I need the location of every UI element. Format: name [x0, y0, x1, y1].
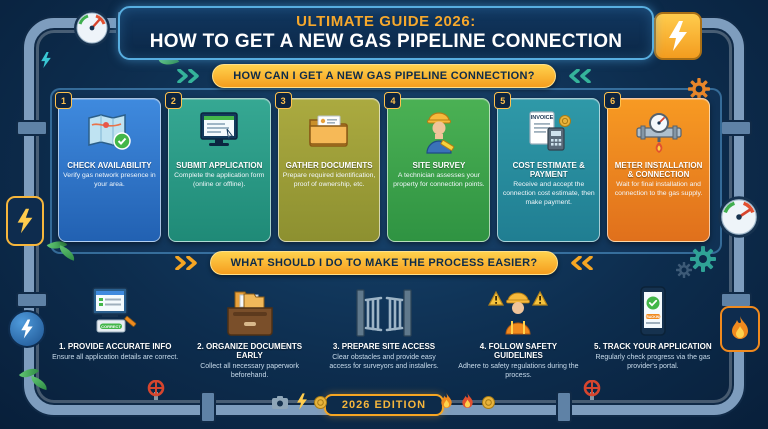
tip-desc: Clear obstacles and provide easy access … — [329, 354, 439, 371]
pressure-gauge-icon — [716, 194, 762, 245]
lightning-icon — [654, 12, 702, 60]
tip-desc: Ensure all application details are corre… — [52, 354, 179, 361]
gate-icon — [356, 282, 412, 338]
safety-worker-icon — [486, 282, 550, 338]
correct-label: CORRECT — [101, 324, 121, 329]
step-number-badge: 6 — [604, 92, 622, 109]
monitor-form-icon — [197, 104, 241, 160]
document-organizer-icon — [223, 282, 277, 338]
gear-icon — [690, 246, 716, 277]
tip-organize-documents: 2. ORGANIZE DOCUMENTS EARLY Collect all … — [186, 282, 312, 380]
step-number-badge: 2 — [164, 92, 182, 109]
lightning-icon — [6, 196, 44, 246]
step-desc: Complete the application form (online or… — [174, 172, 265, 189]
step-card-gather-documents: 3 GATHER DOCUMENTS Prepare required iden… — [274, 92, 381, 242]
flame-icon — [720, 306, 760, 352]
coin-icon — [314, 396, 327, 414]
lightning-icon — [8, 310, 46, 348]
edition-badge: 2026 EDITION — [323, 394, 445, 416]
step-number-badge: 1 — [55, 92, 72, 109]
chevron-left-icon — [568, 69, 591, 83]
pressure-gauge-icon — [72, 8, 112, 53]
valve-icon — [146, 379, 166, 407]
technician-icon — [419, 104, 459, 160]
form-check-icon: CORRECT — [89, 282, 141, 338]
flame-icon — [461, 393, 474, 415]
section2-banner-row: WHAT SHOULD I DO TO MAKE THE PROCESS EAS… — [0, 251, 768, 275]
tips-row: CORRECT 1. PROVIDE ACCURATE INFO Ensure … — [52, 282, 716, 380]
tip-desc: Adhere to safety regulations during the … — [458, 363, 579, 380]
tip-desc: Collect all necessary paperwork beforeha… — [200, 363, 300, 380]
flame-icon — [440, 393, 453, 415]
tip-follow-safety: 4. FOLLOW SAFETY GUIDELINES Adhere to sa… — [455, 282, 581, 380]
chevron-right-icon — [177, 69, 200, 83]
step-number-badge: 5 — [494, 92, 512, 109]
chevron-right-icon — [174, 256, 197, 270]
chevron-left-icon — [571, 256, 594, 270]
invoice-label: INVOICE — [530, 115, 553, 121]
step-desc: Receive and accept the connection cost e… — [502, 181, 595, 207]
header: ULTIMATE GUIDE 2026: HOW TO GET A NEW GA… — [118, 6, 654, 60]
step-desc: Prepare required identification, proof o… — [282, 172, 376, 189]
tip-title: 3. PREPARE SITE ACCESS — [332, 342, 436, 351]
step-card-submit-application: 2 SUBMIT APPLICATION Complete the applic… — [164, 92, 271, 242]
lightning-icon — [296, 393, 308, 415]
section1-banner: HOW CAN I GET A NEW GAS PIPELINE CONNECT… — [212, 64, 556, 88]
tip-title: 2. ORGANIZE DOCUMENTS EARLY — [197, 342, 303, 360]
steps-row: 1 CHECK AVAILABILITY Verify gas network … — [55, 92, 710, 242]
step-desc: A technician assesses your property for … — [393, 172, 485, 189]
lightning-icon — [40, 52, 52, 73]
valve-icon — [582, 379, 602, 407]
step-title: GATHER DOCUMENTS — [285, 161, 373, 170]
tip-title: 1. PROVIDE ACCURATE INFO — [58, 342, 172, 351]
coin-icon — [482, 396, 495, 414]
map-check-icon — [86, 104, 132, 160]
step-desc: Wait for final installation and connecti… — [614, 181, 703, 198]
step-card-meter-installation: 6 METER INSTALLATION & CONNECTION Wait f… — [604, 92, 710, 242]
tip-track-application: TRACKING 5. TRACK YOUR APPLICATION Regul… — [590, 282, 716, 380]
title-line-2: HOW TO GET A NEW GAS PIPELINE CONNECTION — [149, 31, 623, 52]
tip-provide-accurate-info: CORRECT 1. PROVIDE ACCURATE INFO Ensure … — [52, 282, 178, 380]
invoice-calculator-icon: INVOICE — [526, 104, 572, 160]
step-title: COST ESTIMATE & PAYMENT — [512, 161, 585, 180]
section1-banner-row: HOW CAN I GET A NEW GAS PIPELINE CONNECT… — [0, 64, 768, 88]
tracking-label: TRACKING — [644, 315, 661, 319]
step-card-site-survey: 4 SITE SURVEY A technician assesses your… — [384, 92, 491, 242]
step-number-badge: 4 — [384, 92, 402, 109]
phone-tracking-icon: TRACKING — [633, 282, 673, 338]
pipe-flange — [556, 391, 572, 423]
step-title: SITE SURVEY — [412, 161, 466, 170]
step-card-cost-estimate-payment: 5 INVOICE COST E — [494, 92, 601, 242]
step-title: METER INSTALLATION & CONNECTION — [614, 161, 703, 180]
pipe-flange — [16, 120, 48, 136]
step-desc: Verify gas network presence in your area… — [63, 172, 156, 189]
title-line-1: ULTIMATE GUIDE 2026: — [296, 13, 476, 30]
gear-icon — [676, 262, 692, 283]
step-title: SUBMIT APPLICATION — [176, 161, 263, 170]
tip-prepare-site-access: 3. PREPARE SITE ACCESS Clear obstacles a… — [321, 282, 447, 380]
step-card-check-availability: 1 CHECK AVAILABILITY Verify gas network … — [55, 92, 161, 242]
camera-icon — [272, 396, 288, 414]
pipe-flange — [16, 292, 48, 308]
tip-title: 5. TRACK YOUR APPLICATION — [594, 342, 712, 351]
section2-banner: WHAT SHOULD I DO TO MAKE THE PROCESS EAS… — [209, 251, 559, 275]
step-number-badge: 3 — [274, 92, 292, 109]
folder-documents-icon — [306, 104, 352, 160]
gear-icon — [688, 78, 710, 105]
pipe-flange — [200, 391, 216, 423]
pipe-flange — [720, 120, 752, 136]
gas-meter-icon — [635, 104, 683, 160]
tip-title: 4. FOLLOW SAFETY GUIDELINES — [479, 342, 558, 360]
tip-desc: Regularly check progress via the gas pro… — [595, 354, 711, 371]
step-title: CHECK AVAILABILITY — [67, 161, 152, 170]
